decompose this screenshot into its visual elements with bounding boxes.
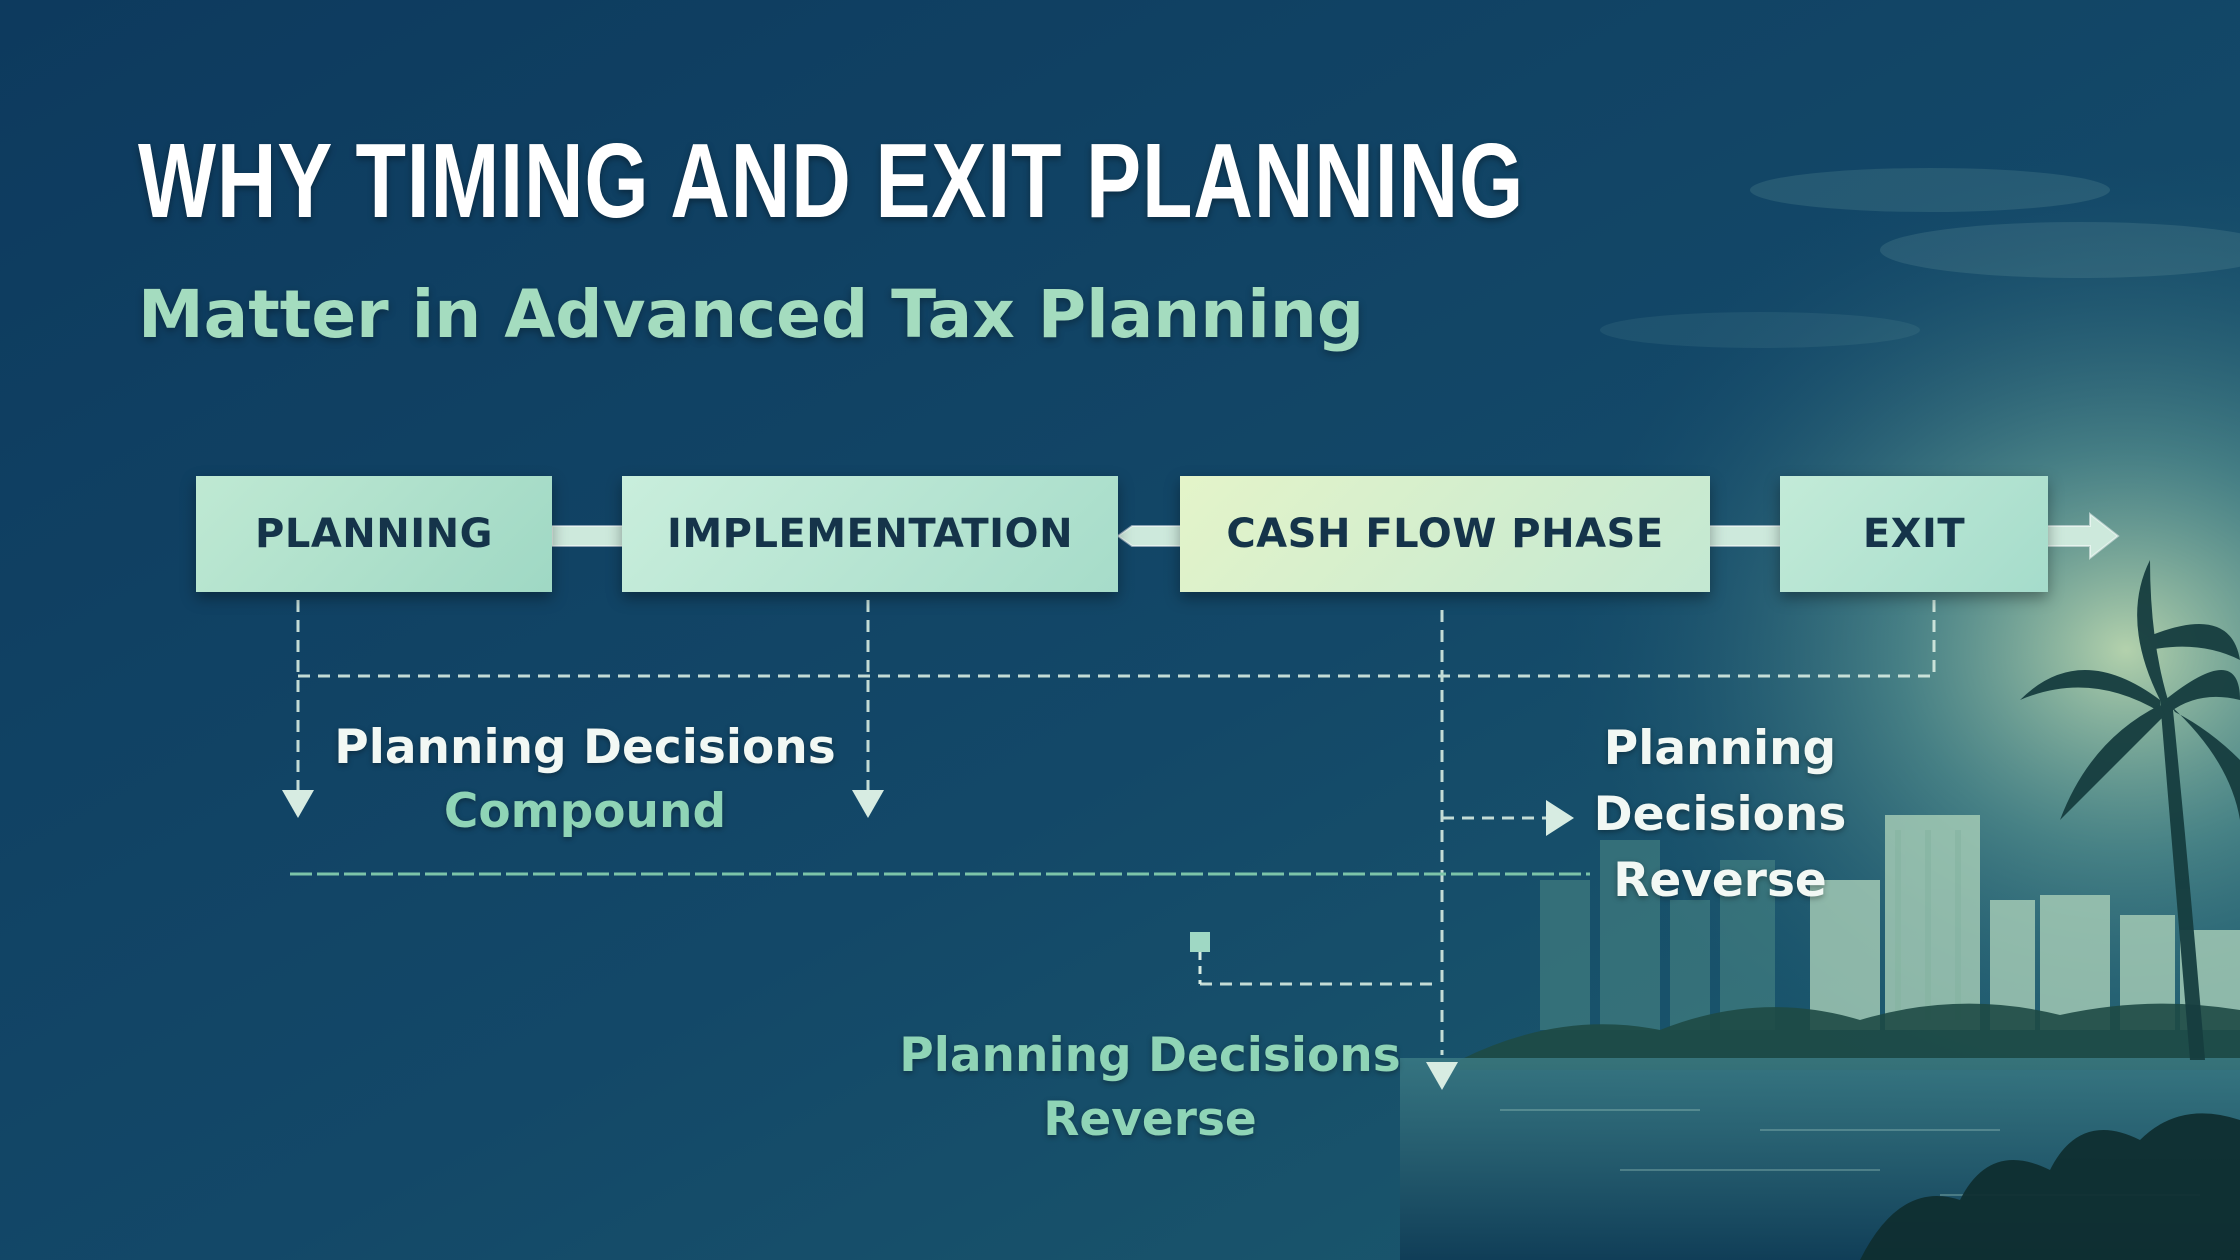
annotation-decisions-reverse-bottom: Planning Decisions Reverse (880, 1024, 1420, 1152)
arrow-right-branch (1546, 800, 1574, 836)
stage-cash-flow-phase: CASH FLOW PHASE (1180, 476, 1710, 592)
arrow-down-planning (282, 790, 314, 818)
annotation-reverse-bottom-line2: Reverse (1043, 1092, 1257, 1147)
stage-planning: PLANNING (196, 476, 552, 592)
annotation-reverse-bottom-line1: Planning Decisions (899, 1028, 1401, 1083)
stage-exit: EXIT (1780, 476, 2048, 592)
annotation-decisions-reverse-right: Planning Decisions Reverse (1570, 716, 1870, 914)
stage-implementation-label: IMPLEMENTATION (666, 511, 1074, 557)
page-subtitle: Matter in Advanced Tax Planning (138, 276, 1365, 353)
annotation-compound-line2: Compound (443, 784, 727, 839)
arrow-down-implementation (852, 790, 884, 818)
arrow-down-cashflow (1426, 1062, 1458, 1090)
annotation-reverse-right-line2: Decisions (1593, 787, 1847, 842)
stage-planning-label: PLANNING (255, 511, 493, 557)
page-title: WHY TIMING AND EXIT PLANNING (138, 122, 1525, 240)
small-square-marker (1190, 932, 1210, 952)
stage-implementation: IMPLEMENTATION (622, 476, 1118, 592)
annotation-decisions-compound: Planning Decisions Compound (330, 716, 840, 844)
stage-exit-label: EXIT (1862, 511, 1966, 557)
annotation-reverse-right-line1: Planning (1603, 721, 1837, 776)
annotation-reverse-right-line3: Reverse (1613, 853, 1827, 908)
stage-cash-flow-phase-label: CASH FLOW PHASE (1226, 511, 1664, 557)
annotation-compound-line1: Planning Decisions (334, 720, 836, 775)
